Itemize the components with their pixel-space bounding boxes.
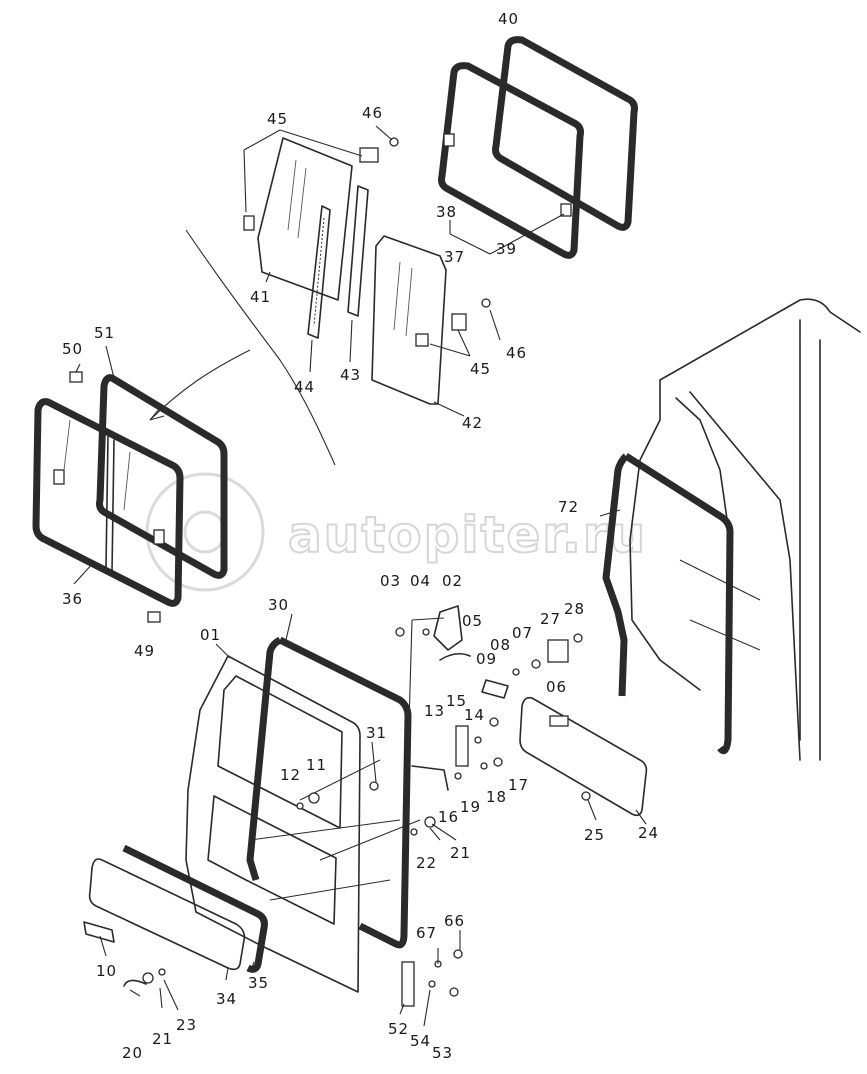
watermark: autopiter.ru — [145, 472, 647, 592]
callout-52: 52 — [388, 1020, 409, 1038]
hardware — [83, 605, 591, 1007]
part-41-glass — [243, 137, 353, 301]
callout-50: 50 — [62, 340, 83, 358]
callout-39: 39 — [496, 240, 517, 258]
callout-16: 16 — [438, 808, 459, 826]
callout-25: 25 — [584, 826, 605, 844]
part-30-door-seal — [246, 636, 412, 949]
part-42-glass — [371, 235, 447, 405]
callout-09: 09 — [476, 650, 497, 668]
callout-20: 20 — [122, 1044, 143, 1062]
part-40-window-seal — [492, 36, 638, 231]
callout-05: 05 — [462, 612, 483, 630]
callout-28: 28 — [564, 600, 585, 618]
callout-46: 46 — [362, 104, 383, 122]
callout-15: 15 — [446, 692, 467, 710]
callout-27: 27 — [540, 610, 561, 628]
part-01-door — [185, 655, 421, 993]
callout-35: 35 — [248, 974, 269, 992]
callout-02: 02 — [442, 572, 463, 590]
callout-53: 53 — [432, 1044, 453, 1062]
part-43-rail — [347, 185, 369, 317]
callout-37: 37 — [444, 248, 465, 266]
callout-43: 43 — [340, 366, 361, 384]
part-51-window-seal — [96, 374, 228, 579]
callout-labels: 40 45 46 38 37 39 41 44 43 42 46 45 51 5… — [62, 10, 659, 1062]
callout-36: 36 — [62, 590, 83, 608]
watermark-text: autopiter.ru — [288, 506, 647, 564]
callout-34: 34 — [216, 990, 237, 1008]
callout-12: 12 — [280, 766, 301, 784]
callout-06: 06 — [546, 678, 567, 696]
cab-body — [629, 298, 861, 761]
callout-22: 22 — [416, 854, 437, 872]
callout-18: 18 — [486, 788, 507, 806]
callout-17: 17 — [508, 776, 529, 794]
callout-51: 51 — [94, 324, 115, 342]
part-45-latch — [359, 147, 467, 331]
part-46-bolt — [389, 137, 491, 308]
callout-45-b: 45 — [470, 360, 491, 378]
part-35-seal — [122, 844, 268, 973]
callout-54: 54 — [410, 1032, 431, 1050]
part-44-rail — [307, 205, 331, 339]
part-37-window-frame — [438, 62, 584, 259]
part-24-door-panel — [519, 696, 648, 817]
part-72-door-seal — [602, 453, 734, 755]
callout-46-b: 46 — [506, 344, 527, 362]
callout-72: 72 — [558, 498, 579, 516]
callout-44: 44 — [294, 378, 315, 396]
callout-14: 14 — [464, 706, 485, 724]
part-34-lower-glass — [88, 858, 246, 971]
callout-08: 08 — [490, 636, 511, 654]
part-50-clip — [69, 371, 83, 383]
callout-01: 01 — [200, 626, 221, 644]
leader-lines — [73, 125, 647, 1027]
callout-24: 24 — [638, 824, 659, 842]
callout-04: 04 — [410, 572, 431, 590]
callout-21: 21 — [450, 844, 471, 862]
callout-21-b: 21 — [152, 1030, 173, 1048]
callout-07: 07 — [512, 624, 533, 642]
callout-19: 19 — [460, 798, 481, 816]
callout-38: 38 — [436, 203, 457, 221]
callout-03: 03 — [380, 572, 401, 590]
callout-10: 10 — [96, 962, 117, 980]
callout-30: 30 — [268, 596, 289, 614]
callout-41: 41 — [250, 288, 271, 306]
callout-49: 49 — [134, 642, 155, 660]
callout-42: 42 — [462, 414, 483, 432]
callout-40: 40 — [498, 10, 519, 28]
callout-67: 67 — [416, 924, 437, 942]
part-49-clip — [147, 611, 161, 623]
part-36-side-window — [32, 398, 184, 607]
callout-23: 23 — [176, 1016, 197, 1034]
callout-45: 45 — [267, 110, 288, 128]
callout-66: 66 — [444, 912, 465, 930]
callout-11: 11 — [306, 756, 327, 774]
callout-31: 31 — [366, 724, 387, 742]
callout-13: 13 — [424, 702, 445, 720]
